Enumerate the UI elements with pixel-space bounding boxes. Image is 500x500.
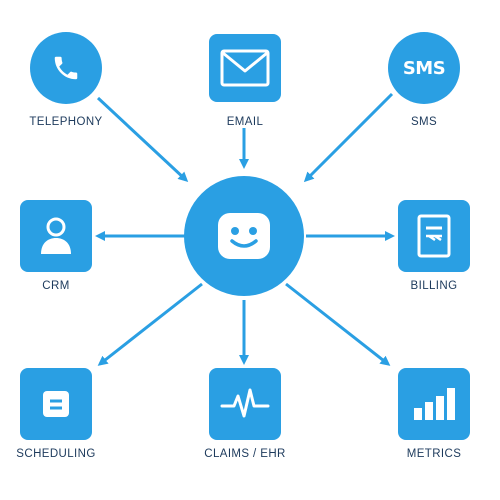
invoice-icon — [417, 214, 451, 258]
envelope-icon — [220, 49, 270, 87]
arrow-hub-to-metrics — [285, 282, 391, 366]
metrics-node — [398, 368, 470, 440]
email-label: EMAIL — [226, 116, 264, 128]
calendar-icon — [43, 391, 69, 417]
scheduling-label: SCHEDULING — [16, 448, 96, 460]
bar-chart-icon — [414, 388, 455, 420]
crm-node — [20, 200, 92, 272]
crm-label: CRM — [42, 280, 70, 292]
phone-icon — [54, 56, 78, 80]
assistant-hub — [184, 176, 304, 296]
arrow-telephony-to-hub — [96, 96, 189, 183]
scheduling-node — [20, 368, 92, 440]
contact-icon — [41, 217, 71, 254]
arrow-hub-to-scheduling — [97, 282, 203, 366]
sms-label: SMS — [410, 116, 438, 128]
telephony-node — [30, 32, 102, 104]
telephony-label: TELEPHONY — [29, 116, 103, 128]
claims-ehr-node — [209, 368, 281, 440]
email-node — [209, 34, 281, 102]
metrics-label: METRICS — [406, 448, 462, 460]
claims-ehr-label: CLAIMS / EHR — [204, 448, 286, 460]
sms-node: SMS — [388, 32, 460, 104]
billing-node — [398, 200, 470, 272]
sms-icon: SMS — [402, 57, 446, 79]
heartbeat-icon — [220, 388, 270, 418]
billing-label: BILLING — [410, 280, 458, 292]
smiling-bot-icon — [218, 213, 270, 259]
arrow-sms-to-hub — [303, 92, 394, 183]
